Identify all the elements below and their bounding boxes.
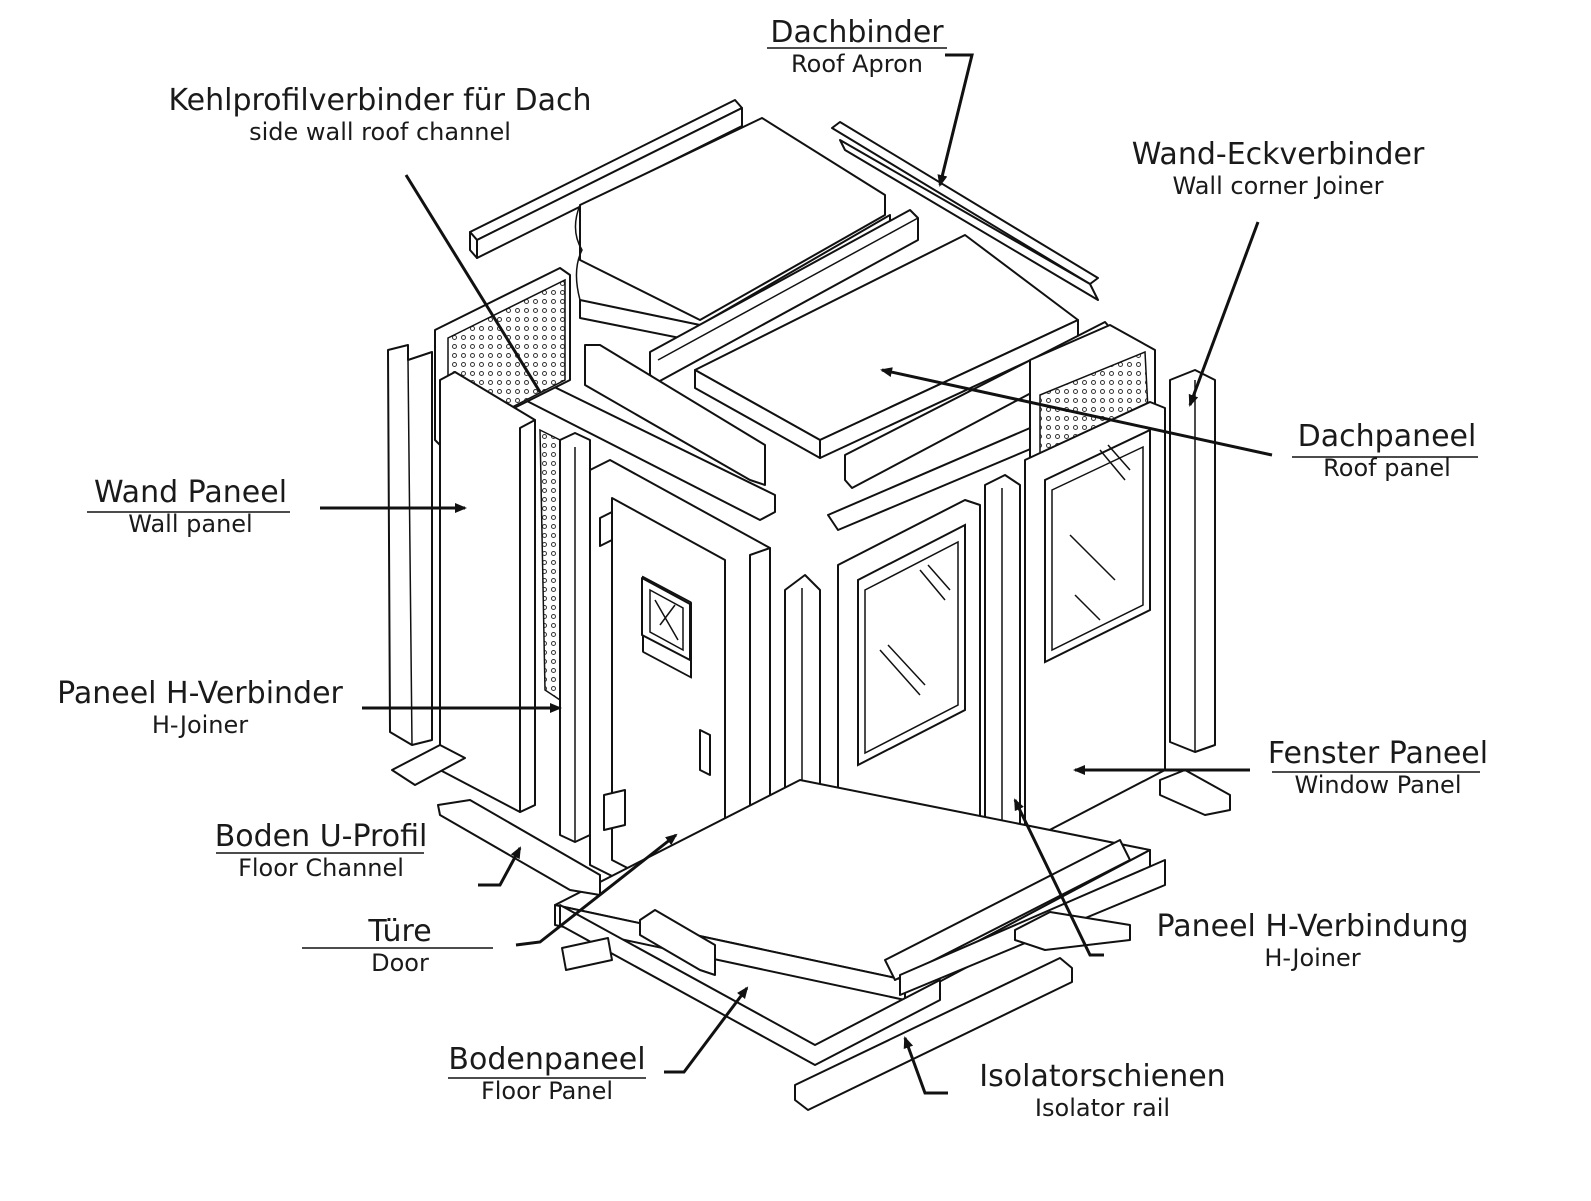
label-wandpaneel: Wand Paneel Wall panel xyxy=(78,475,303,539)
back-wall-right xyxy=(1029,324,1156,471)
label-tuere: Türe Door xyxy=(330,914,470,978)
leader-hverbindung xyxy=(1013,798,1104,957)
label-kehlprofil-de: Kehlprofilverbinder für Dach xyxy=(168,83,592,118)
label-bodenpaneel-de: Bodenpaneel xyxy=(448,1042,646,1077)
label-dachpaneel: Dachpaneel Roof panel xyxy=(1282,419,1492,483)
label-dachbinder: Dachbinder Roof Apron xyxy=(757,15,957,79)
label-wandeck-en: Wall corner Joiner xyxy=(1172,172,1384,200)
label-hverbindung-en: H-Joiner xyxy=(1264,944,1361,972)
label-bodenpaneel: Bodenpaneel Floor Panel xyxy=(437,1042,657,1106)
isolator-rail-left xyxy=(561,937,613,971)
label-boden-u: Boden U-Profil Floor Channel xyxy=(205,819,437,883)
window-panel-right xyxy=(1024,401,1166,836)
label-hverbinder-de: Paneel H-Verbinder xyxy=(57,676,343,711)
floor-channel-left-back xyxy=(391,744,466,786)
roof-channel-side-left xyxy=(584,344,766,486)
floor-channel-right-corner xyxy=(1159,769,1231,816)
label-kehlprofil-en: side wall roof channel xyxy=(249,118,511,146)
label-kehlprofil: Kehlprofilverbinder für Dach side wall r… xyxy=(145,83,615,147)
wall-panel-left xyxy=(439,371,561,813)
leader-kehlprofil xyxy=(404,174,542,393)
label-wandpaneel-de: Wand Paneel xyxy=(93,475,288,510)
leader-bodenpaneel xyxy=(664,986,749,1074)
label-dachpaneel-en: Roof panel xyxy=(1323,454,1451,482)
roof-panel-front xyxy=(694,234,1079,459)
roof-apron-left xyxy=(469,99,743,259)
label-underlines xyxy=(87,47,1480,1079)
label-boden-u-en: Floor Channel xyxy=(238,854,404,882)
leader-dachbinder xyxy=(937,53,974,187)
corner-joiner-left xyxy=(387,344,433,746)
label-hverbinder: Paneel H-Verbinder H-Joiner xyxy=(45,676,355,740)
leader-dachpaneel xyxy=(880,367,1273,457)
label-isolator: Isolatorschienen Isolator rail xyxy=(970,1059,1235,1123)
label-boden-u-de: Boden U-Profil xyxy=(214,819,428,854)
label-bodenpaneel-en: Floor Panel xyxy=(480,1077,614,1105)
leader-wandeck xyxy=(1188,221,1260,407)
label-dachbinder-en: Roof Apron xyxy=(791,50,923,78)
leader-tuere xyxy=(302,833,678,949)
h-joiner-right xyxy=(984,474,1021,861)
corner-joiner-right xyxy=(1169,369,1216,753)
label-dachpaneel-de: Dachpaneel xyxy=(1297,419,1477,454)
label-wandeck-de: Wand-Eckverbinder xyxy=(1131,137,1425,172)
label-hverbinder-en: H-Joiner xyxy=(151,711,249,739)
label-wandpaneel-en: Wall panel xyxy=(128,510,253,538)
label-hverbindung-de: Paneel H-Verbindung xyxy=(1156,909,1469,944)
label-dachbinder-de: Dachbinder xyxy=(770,15,944,50)
leader-isolator xyxy=(903,1036,948,1095)
leader-boden-u xyxy=(478,846,522,887)
isolator-rail-front xyxy=(794,957,1073,1111)
h-joiner-left xyxy=(559,432,591,843)
isolator-rail-right xyxy=(1014,911,1131,951)
label-hverbindung: Paneel H-Verbindung H-Joiner xyxy=(1145,909,1480,973)
label-wandeck: Wand-Eckverbinder Wall corner Joiner xyxy=(1118,137,1438,201)
label-tuere-de: Türe xyxy=(368,914,432,949)
label-tuere-en: Door xyxy=(371,949,429,977)
label-isolator-en: Isolator rail xyxy=(1034,1094,1171,1122)
label-isolator-de: Isolatorschienen xyxy=(979,1059,1226,1094)
label-fenster-en: Window Panel xyxy=(1294,771,1462,799)
roof-apron-right xyxy=(831,121,1099,301)
floor-channel-door xyxy=(639,909,716,976)
label-fenster-de: Fenster Paneel xyxy=(1267,736,1489,771)
label-fenster: Fenster Paneel Window Panel xyxy=(1262,736,1494,800)
